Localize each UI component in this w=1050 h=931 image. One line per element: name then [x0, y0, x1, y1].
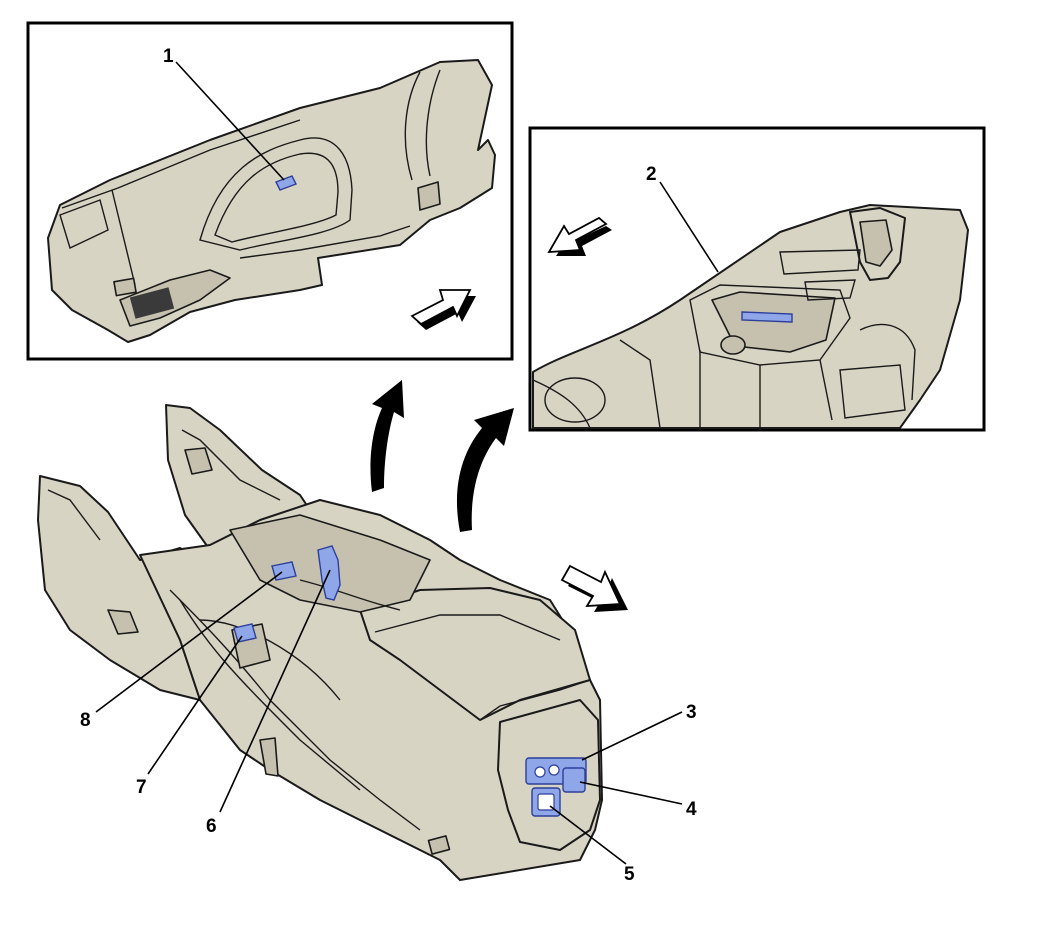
leader-7	[147, 635, 243, 775]
leader-6	[219, 569, 331, 813]
callout-6: 6	[206, 816, 217, 837]
curved-detail-arrow-icon	[456, 408, 514, 532]
detail-view-right: 2	[528, 126, 986, 432]
floor-console-assembly	[37, 404, 603, 881]
forward-direction-arrow-icon	[547, 216, 612, 256]
leader-4	[579, 781, 683, 805]
callout-7: 7	[136, 777, 147, 798]
leader-1	[175, 61, 285, 181]
leader-5	[549, 805, 627, 865]
forward-direction-arrow-icon	[560, 564, 628, 612]
leader-2	[659, 181, 719, 273]
callout-1: 1	[163, 46, 174, 67]
curved-detail-arrow-icon	[370, 380, 404, 492]
callout-8: 8	[80, 710, 91, 731]
side-trim-panel	[47, 59, 496, 343]
forward-direction-arrow-icon	[410, 289, 476, 330]
button-7-highlight	[233, 623, 257, 643]
callout-3: 3	[686, 702, 697, 723]
usb-port-highlight	[562, 767, 586, 793]
bracket-highlight	[741, 311, 793, 323]
callout-2: 2	[646, 164, 657, 185]
callout-5: 5	[624, 864, 635, 885]
detail-view-left: 1	[26, 21, 514, 361]
leader-8	[95, 571, 283, 713]
callout-4: 4	[686, 799, 697, 820]
window-switch-highlight	[275, 175, 297, 191]
leader-3	[581, 711, 683, 761]
